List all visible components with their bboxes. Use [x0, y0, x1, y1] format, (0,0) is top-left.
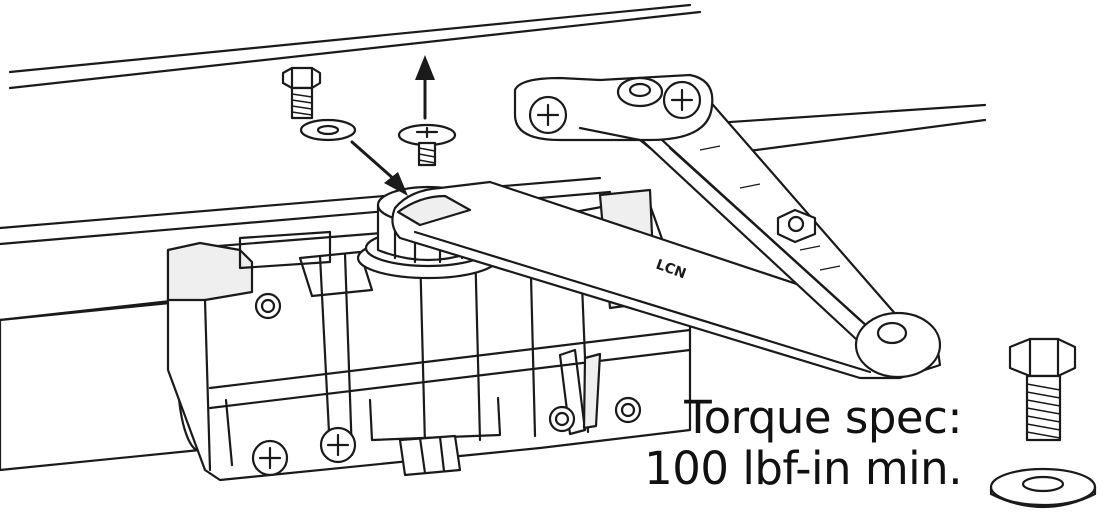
torque-spec-value: 100 lbf-in min.: [644, 442, 962, 495]
elbow-joint: [854, 311, 942, 379]
cap-screw-removed: [281, 66, 322, 120]
up-arrow-icon: [415, 55, 435, 120]
housing-screw-right-upper: [548, 405, 576, 433]
spec-washer: [989, 467, 1097, 508]
washer-removed: [299, 118, 357, 142]
housing-screw-far-right: [614, 396, 642, 424]
parallel-arm-bracket: [513, 73, 714, 150]
main-arm: LCN: [391, 180, 942, 380]
insert-arrow-icon: [350, 140, 408, 196]
torque-spec-label: Torque spec:: [684, 391, 962, 444]
bottom-shaft-nut: [398, 434, 462, 477]
phillips-screw-bottom-mid: [319, 426, 357, 464]
forearm-lock-nut: [776, 208, 817, 244]
housing-screw-left-upper: [254, 292, 282, 320]
spec-bolt: [1008, 337, 1077, 442]
phillips-screw-bottom-left: [251, 439, 289, 477]
flat-head-screw-removed: [397, 123, 457, 167]
